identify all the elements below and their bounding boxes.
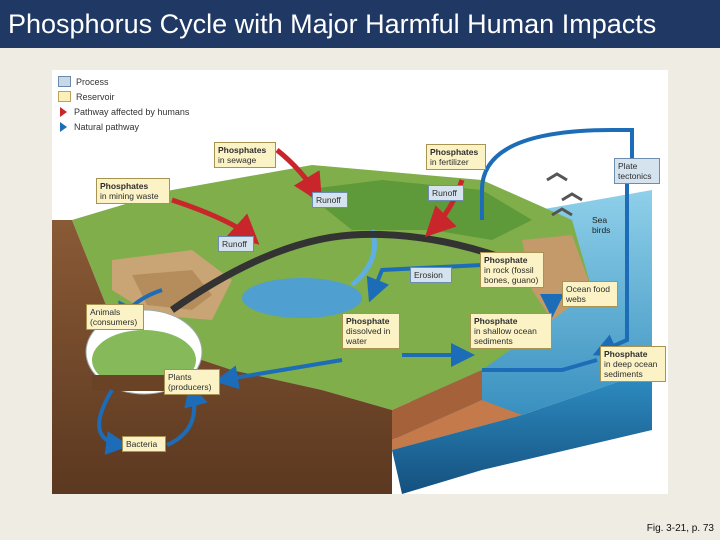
ocean-depth: [392, 370, 652, 494]
runoff-3: Runoff: [218, 236, 254, 252]
legend-human: Pathway affected by humans: [58, 104, 189, 119]
bird-icon: [551, 207, 573, 217]
arrow-mining-runoff: [171, 197, 260, 245]
arrow-erosion: [366, 263, 483, 303]
legend-reservoir: Reservoir: [58, 89, 189, 104]
figure-caption: Fig. 3-21, p. 73: [646, 523, 714, 534]
animals-consumers: Animals (consumers): [86, 304, 144, 330]
arrow-to-plate-tectonics: [480, 128, 634, 220]
red-arrow-icon: [60, 106, 67, 117]
phosphorus-cycle-diagram: Process Reservoir Pathway affected by hu…: [52, 70, 668, 494]
ocean-food-webs: Ocean food webs: [562, 281, 618, 307]
reservoir-swatch: [58, 91, 71, 102]
road: [169, 230, 524, 313]
arrow-dissolved-to-plants: [214, 358, 343, 390]
legend-natural: Natural pathway: [58, 119, 189, 134]
soil-cross-section: [52, 220, 392, 494]
sea-birds-label: Sea birds: [592, 215, 611, 235]
arrow-to-bacteria: [97, 388, 130, 455]
bird-icon: [546, 172, 568, 182]
title-bar: Phosphorus Cycle with Major Harmful Huma…: [0, 0, 720, 48]
plants-producers: Plants (producers): [164, 369, 220, 395]
bacteria: Bacteria: [122, 436, 166, 452]
shallow-sediment: [392, 400, 522, 450]
runoff-2: Runoff: [428, 185, 464, 201]
slide-title: Phosphorus Cycle with Major Harmful Huma…: [8, 9, 657, 39]
erosion: Erosion: [410, 267, 452, 283]
rock-layers: [392, 370, 482, 440]
blue-arrow-icon: [60, 121, 67, 132]
process-swatch: [58, 76, 71, 87]
runoff-1: Runoff: [312, 192, 348, 208]
arrow-fertilizer-runoff: [424, 179, 465, 238]
arrow-sewage-runoff: [275, 148, 323, 204]
arrow-shallow-to-deep: [482, 358, 598, 372]
bird-icon: [561, 192, 583, 202]
legend-process: Process: [58, 74, 189, 89]
forest: [302, 180, 532, 240]
legend: Process Reservoir Pathway affected by hu…: [58, 74, 189, 134]
plate-tectonics: Plate tectonics: [614, 158, 660, 184]
lake: [242, 278, 362, 318]
arrow-bacteria-to-plants: [166, 382, 208, 447]
